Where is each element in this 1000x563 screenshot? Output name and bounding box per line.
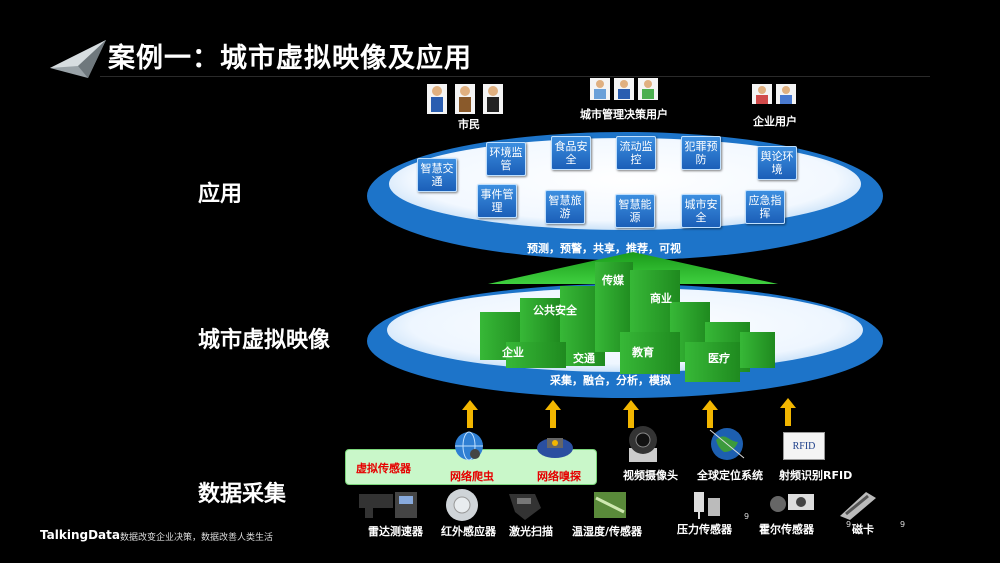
gps-globe-icon <box>709 428 745 460</box>
app-box: 环境监管 <box>486 142 526 176</box>
people-icon <box>590 78 658 100</box>
title-divider <box>100 76 930 77</box>
page-number: 9 <box>744 512 750 521</box>
building <box>620 332 680 374</box>
city-buildings <box>470 262 790 382</box>
layer-label-app: 应用 <box>198 182 243 207</box>
magnetic-card-icon <box>840 492 876 520</box>
sniffer-label: 网络嗅探 <box>537 470 581 483</box>
building <box>506 342 566 368</box>
sector-label: 交通 <box>573 352 595 365</box>
infrared-sensor-icon <box>446 489 478 521</box>
sector-label: 教育 <box>632 346 654 359</box>
arrow-up-icon <box>545 400 561 428</box>
app-box: 应急指挥 <box>745 190 785 224</box>
sensor-label: 红外感应器 <box>441 525 496 538</box>
sector-label: 商业 <box>650 292 672 305</box>
citizen-icons <box>425 82 505 120</box>
globe-crawler-icon <box>455 431 483 461</box>
app-box: 食品安全 <box>551 136 591 170</box>
rfid-icon: RFID <box>783 432 825 460</box>
footer-brand: TalkingData <box>40 528 120 542</box>
page-title: 案例一：城市虚拟映像及应用 <box>108 43 472 74</box>
pressure-sensor-icon <box>694 492 720 519</box>
arrow-up-icon <box>623 400 639 428</box>
layer-label-collect: 数据采集 <box>198 482 287 507</box>
people-icon <box>752 84 796 104</box>
sensor-label: 磁卡 <box>852 523 874 536</box>
sensor-label: 激光扫描 <box>509 525 553 538</box>
crawler-label: 网络爬虫 <box>450 470 494 483</box>
layer-label-image: 城市虚拟映像 <box>198 328 331 353</box>
virtual-sensor-title: 虚拟传感器 <box>356 462 411 475</box>
arrow-up-icon <box>702 400 718 428</box>
app-box: 舆论环境 <box>757 146 797 180</box>
sensor-label: 霍尔传感器 <box>759 523 814 536</box>
sector-label: 传媒 <box>602 274 624 287</box>
user-label-manager: 城市管理决策用户 <box>580 108 668 121</box>
user-label-citizen: 市民 <box>458 118 480 131</box>
app-box: 事件管理 <box>477 184 517 218</box>
paper-plane-logo-icon <box>50 40 106 78</box>
hall-sensor-icon <box>770 494 814 512</box>
people-icon <box>427 84 503 114</box>
video-camera-icon <box>629 426 657 462</box>
user-label-enterprise: 企业用户 <box>753 115 797 128</box>
app-box: 智慧能源 <box>615 194 655 228</box>
page-number: 9 <box>900 520 906 529</box>
radar-gun-icon <box>359 492 417 518</box>
source-label: 全球定位系统 <box>697 469 763 482</box>
humidity-sensor-icon <box>594 492 626 518</box>
footer-slogan: 数据改变企业决策，数据改善人类生活 <box>120 533 274 543</box>
arrow-up-icon <box>780 398 796 426</box>
app-box: 智慧旅游 <box>545 190 585 224</box>
enterprise-icons <box>750 82 798 110</box>
manager-icons <box>588 76 660 106</box>
sensor-label: 温湿度/传感器 <box>572 525 643 538</box>
sensor-label: 压力传感器 <box>677 523 732 536</box>
image-caption: 采集，融合，分析，模拟 <box>550 374 671 387</box>
page-number: 9 <box>846 520 852 529</box>
app-box: 流动监控 <box>616 136 656 170</box>
sector-label: 企业 <box>502 346 524 359</box>
sensor-label: 雷达测速器 <box>368 525 423 538</box>
building <box>685 342 740 382</box>
laser-scanner-icon <box>509 494 541 520</box>
app-box: 智慧交通 <box>417 158 457 192</box>
arrow-up-icon <box>462 400 478 428</box>
green-cone <box>488 252 778 284</box>
building <box>740 332 775 368</box>
app-box: 犯罪预防 <box>681 136 721 170</box>
source-label: 射频识别RFID <box>779 469 853 482</box>
source-label: 视频摄像头 <box>623 469 678 482</box>
app-caption: 预测，预警，共享，推荐，可视 <box>527 242 681 255</box>
sector-label: 医疗 <box>708 352 730 365</box>
sector-label: 公共安全 <box>533 304 577 317</box>
sniffer-icon <box>537 438 573 458</box>
app-box: 城市安全 <box>681 194 721 228</box>
